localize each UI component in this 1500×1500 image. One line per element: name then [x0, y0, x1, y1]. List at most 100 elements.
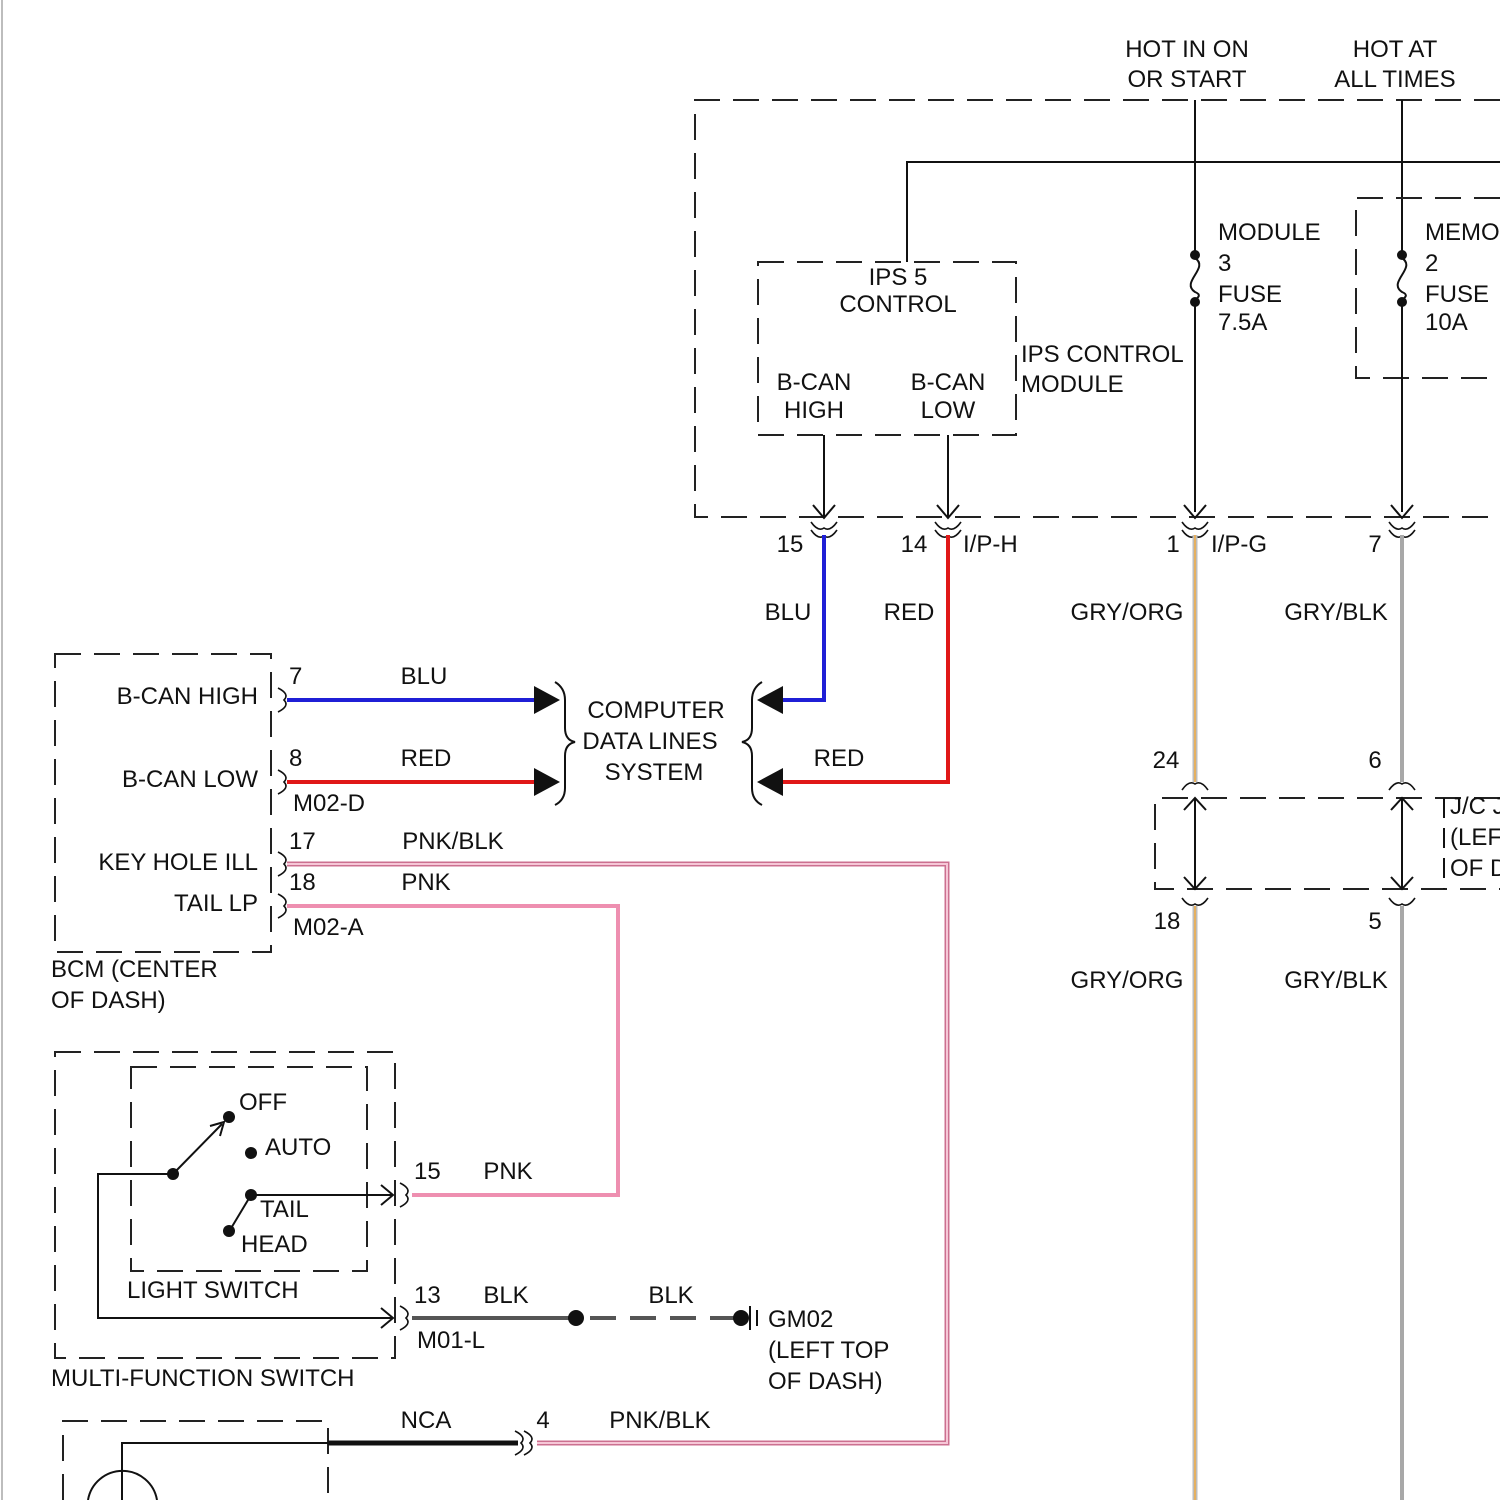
bcm-pin-8: 8: [289, 745, 302, 772]
ips-pin-1: 1: [1166, 531, 1179, 558]
switch-position-tail: TAIL: [260, 1196, 309, 1223]
junction-name-2: (LEF: [1450, 824, 1500, 851]
ips-pin-15: 15: [777, 531, 804, 558]
bcm-pin-17: 17: [289, 828, 316, 855]
switch-connector-chevrons: [400, 1183, 408, 1330]
ips-pin-7: 7: [1368, 531, 1381, 558]
data-lines-label-2: DATA LINES: [582, 728, 717, 755]
hot-at-all-times-label-2: ALL TIMES: [1334, 66, 1455, 93]
ground-name-1: GM02: [768, 1306, 833, 1333]
junction-box: [1155, 798, 1500, 889]
module-fuse-label-3: FUSE: [1218, 281, 1282, 308]
wire-label-gryorg-lower: GRY/ORG: [1071, 967, 1184, 994]
wire-label-gryorg-upper: GRY/ORG: [1071, 599, 1184, 626]
ips-pin-14: 14: [901, 531, 928, 558]
junction-pin-24: 24: [1153, 747, 1180, 774]
ips-bcan-high-lead: [813, 435, 835, 518]
module-fuse-symbol: [1190, 250, 1200, 512]
arrow-blu-bcm: [534, 686, 560, 714]
memory-fuse-label-1: MEMO: [1425, 219, 1500, 246]
memory-fuse-label-3: FUSE: [1425, 281, 1489, 308]
hot-in-on-label-1: HOT IN ON: [1125, 36, 1249, 63]
bottom-component-lead: [122, 1443, 328, 1500]
hot-in-on-label-2: OR START: [1127, 66, 1246, 93]
multi-function-switch-box: [55, 1052, 395, 1358]
light-switch-name: LIGHT SWITCH: [127, 1277, 299, 1304]
switch-position-auto: AUTO: [265, 1134, 331, 1161]
splice-dot: [568, 1310, 584, 1326]
bcm-pin-18: 18: [289, 869, 316, 896]
wire-label-blk-ground: BLK: [648, 1282, 693, 1309]
module-fuse-label-1: MODULE: [1218, 219, 1321, 246]
module-fuse-label-4: 7.5A: [1218, 309, 1267, 336]
junction-pin-18: 18: [1154, 908, 1181, 935]
arrow-red-bcm: [534, 768, 560, 796]
wire-label-pnk-bcm: PNK: [401, 869, 450, 896]
ground-name-2: (LEFT TOP: [768, 1337, 889, 1364]
bcm-name-2: OF DASH): [51, 987, 166, 1014]
junction-connector-chevrons: [1182, 783, 1415, 905]
wire-label-pnk-switch: PNK: [483, 1158, 532, 1185]
arrow-blu-ips: [757, 686, 783, 714]
junction-internal-left: [1184, 798, 1206, 889]
wire-label-blu-ips: BLU: [765, 599, 812, 626]
ips-bcan-low-label-2: LOW: [921, 397, 976, 424]
bcm-bcan-high-label: B-CAN HIGH: [117, 683, 258, 710]
hot-at-all-times-label-1: HOT AT: [1353, 36, 1438, 63]
junction-name-1: J/C J: [1450, 793, 1500, 820]
bcm-tail-lp-label: TAIL LP: [174, 890, 258, 917]
ips-bcan-high-label-1: B-CAN: [777, 369, 852, 396]
wire-pnk-tail-lp: [287, 906, 618, 1195]
bcm-key-hole-ill-label: KEY HOLE ILL: [98, 849, 258, 876]
wire-label-gryblk-upper: GRY/BLK: [1284, 599, 1388, 626]
ground-symbol: [733, 1306, 757, 1330]
memory-fuse-label-4: 10A: [1425, 309, 1468, 336]
data-lines-label-3: SYSTEM: [605, 759, 704, 786]
bcm-bcan-low-label: B-CAN LOW: [122, 766, 258, 793]
memory-fuse-label-2: 2: [1425, 250, 1438, 277]
bcm-connector-a-label: M02-A: [293, 914, 364, 941]
memory-fuse-symbol: [1397, 250, 1407, 512]
wire-label-red-ips: RED: [884, 599, 935, 626]
wire-label-red-bcm: RED: [401, 745, 452, 772]
connector-iph-chevrons: [811, 522, 961, 537]
multi-function-switch-name: MULTI-FUNCTION SWITCH: [51, 1365, 355, 1392]
connector-iph-label: I/P-H: [963, 531, 1018, 558]
wire-label-blu-bcm: BLU: [401, 663, 448, 690]
bottom-component-box: [63, 1421, 328, 1500]
bottom-connector-pin-4: 4: [536, 1407, 549, 1434]
bcm-pin-7: 7: [289, 663, 302, 690]
bcm-connector-d-label: M02-D: [293, 790, 365, 817]
ips5-control-title-1: IPS 5: [869, 264, 928, 291]
switch-pin-13: 13: [414, 1282, 441, 1309]
wire-label-red-ips-2: RED: [814, 745, 865, 772]
wire-label-pnkblk-bottom: PNK/BLK: [609, 1407, 710, 1434]
ground-name-3: OF DASH): [768, 1368, 883, 1395]
switch-pin-15: 15: [414, 1158, 441, 1185]
bcm-connector-chevrons: [278, 688, 286, 918]
data-lines-label-1: COMPUTER: [587, 697, 724, 724]
wire-label-blk-switch: BLK: [483, 1282, 528, 1309]
junction-internal-right: [1391, 798, 1413, 889]
ips-bcan-low-lead: [937, 435, 959, 518]
ips-control-module-name-1: IPS CONTROL: [1021, 341, 1184, 368]
ips-control-feed: [907, 162, 1500, 262]
wire-label-nca: NCA: [401, 1407, 452, 1434]
switch-position-off: OFF: [239, 1089, 287, 1116]
connector-ipg-label: I/P-G: [1211, 531, 1267, 558]
switch-position-head: HEAD: [241, 1231, 308, 1258]
arrow-red-ips: [757, 768, 783, 796]
wire-label-pnkblk-bcm: PNK/BLK: [402, 828, 503, 855]
wire-label-gryblk-lower: GRY/BLK: [1284, 967, 1388, 994]
ips-bcan-low-label-1: B-CAN: [911, 369, 986, 396]
ips-control-module-name-2: MODULE: [1021, 371, 1124, 398]
junction-name-3: OF D: [1450, 855, 1500, 882]
ips5-control-title-2: CONTROL: [839, 291, 956, 318]
ips-bcan-high-label-2: HIGH: [784, 397, 844, 424]
module-fuse-label-2: 3: [1218, 250, 1231, 277]
junction-pin-6: 6: [1368, 747, 1381, 774]
bcm-name-1: BCM (CENTER: [51, 956, 218, 983]
junction-pin-5: 5: [1368, 908, 1381, 935]
